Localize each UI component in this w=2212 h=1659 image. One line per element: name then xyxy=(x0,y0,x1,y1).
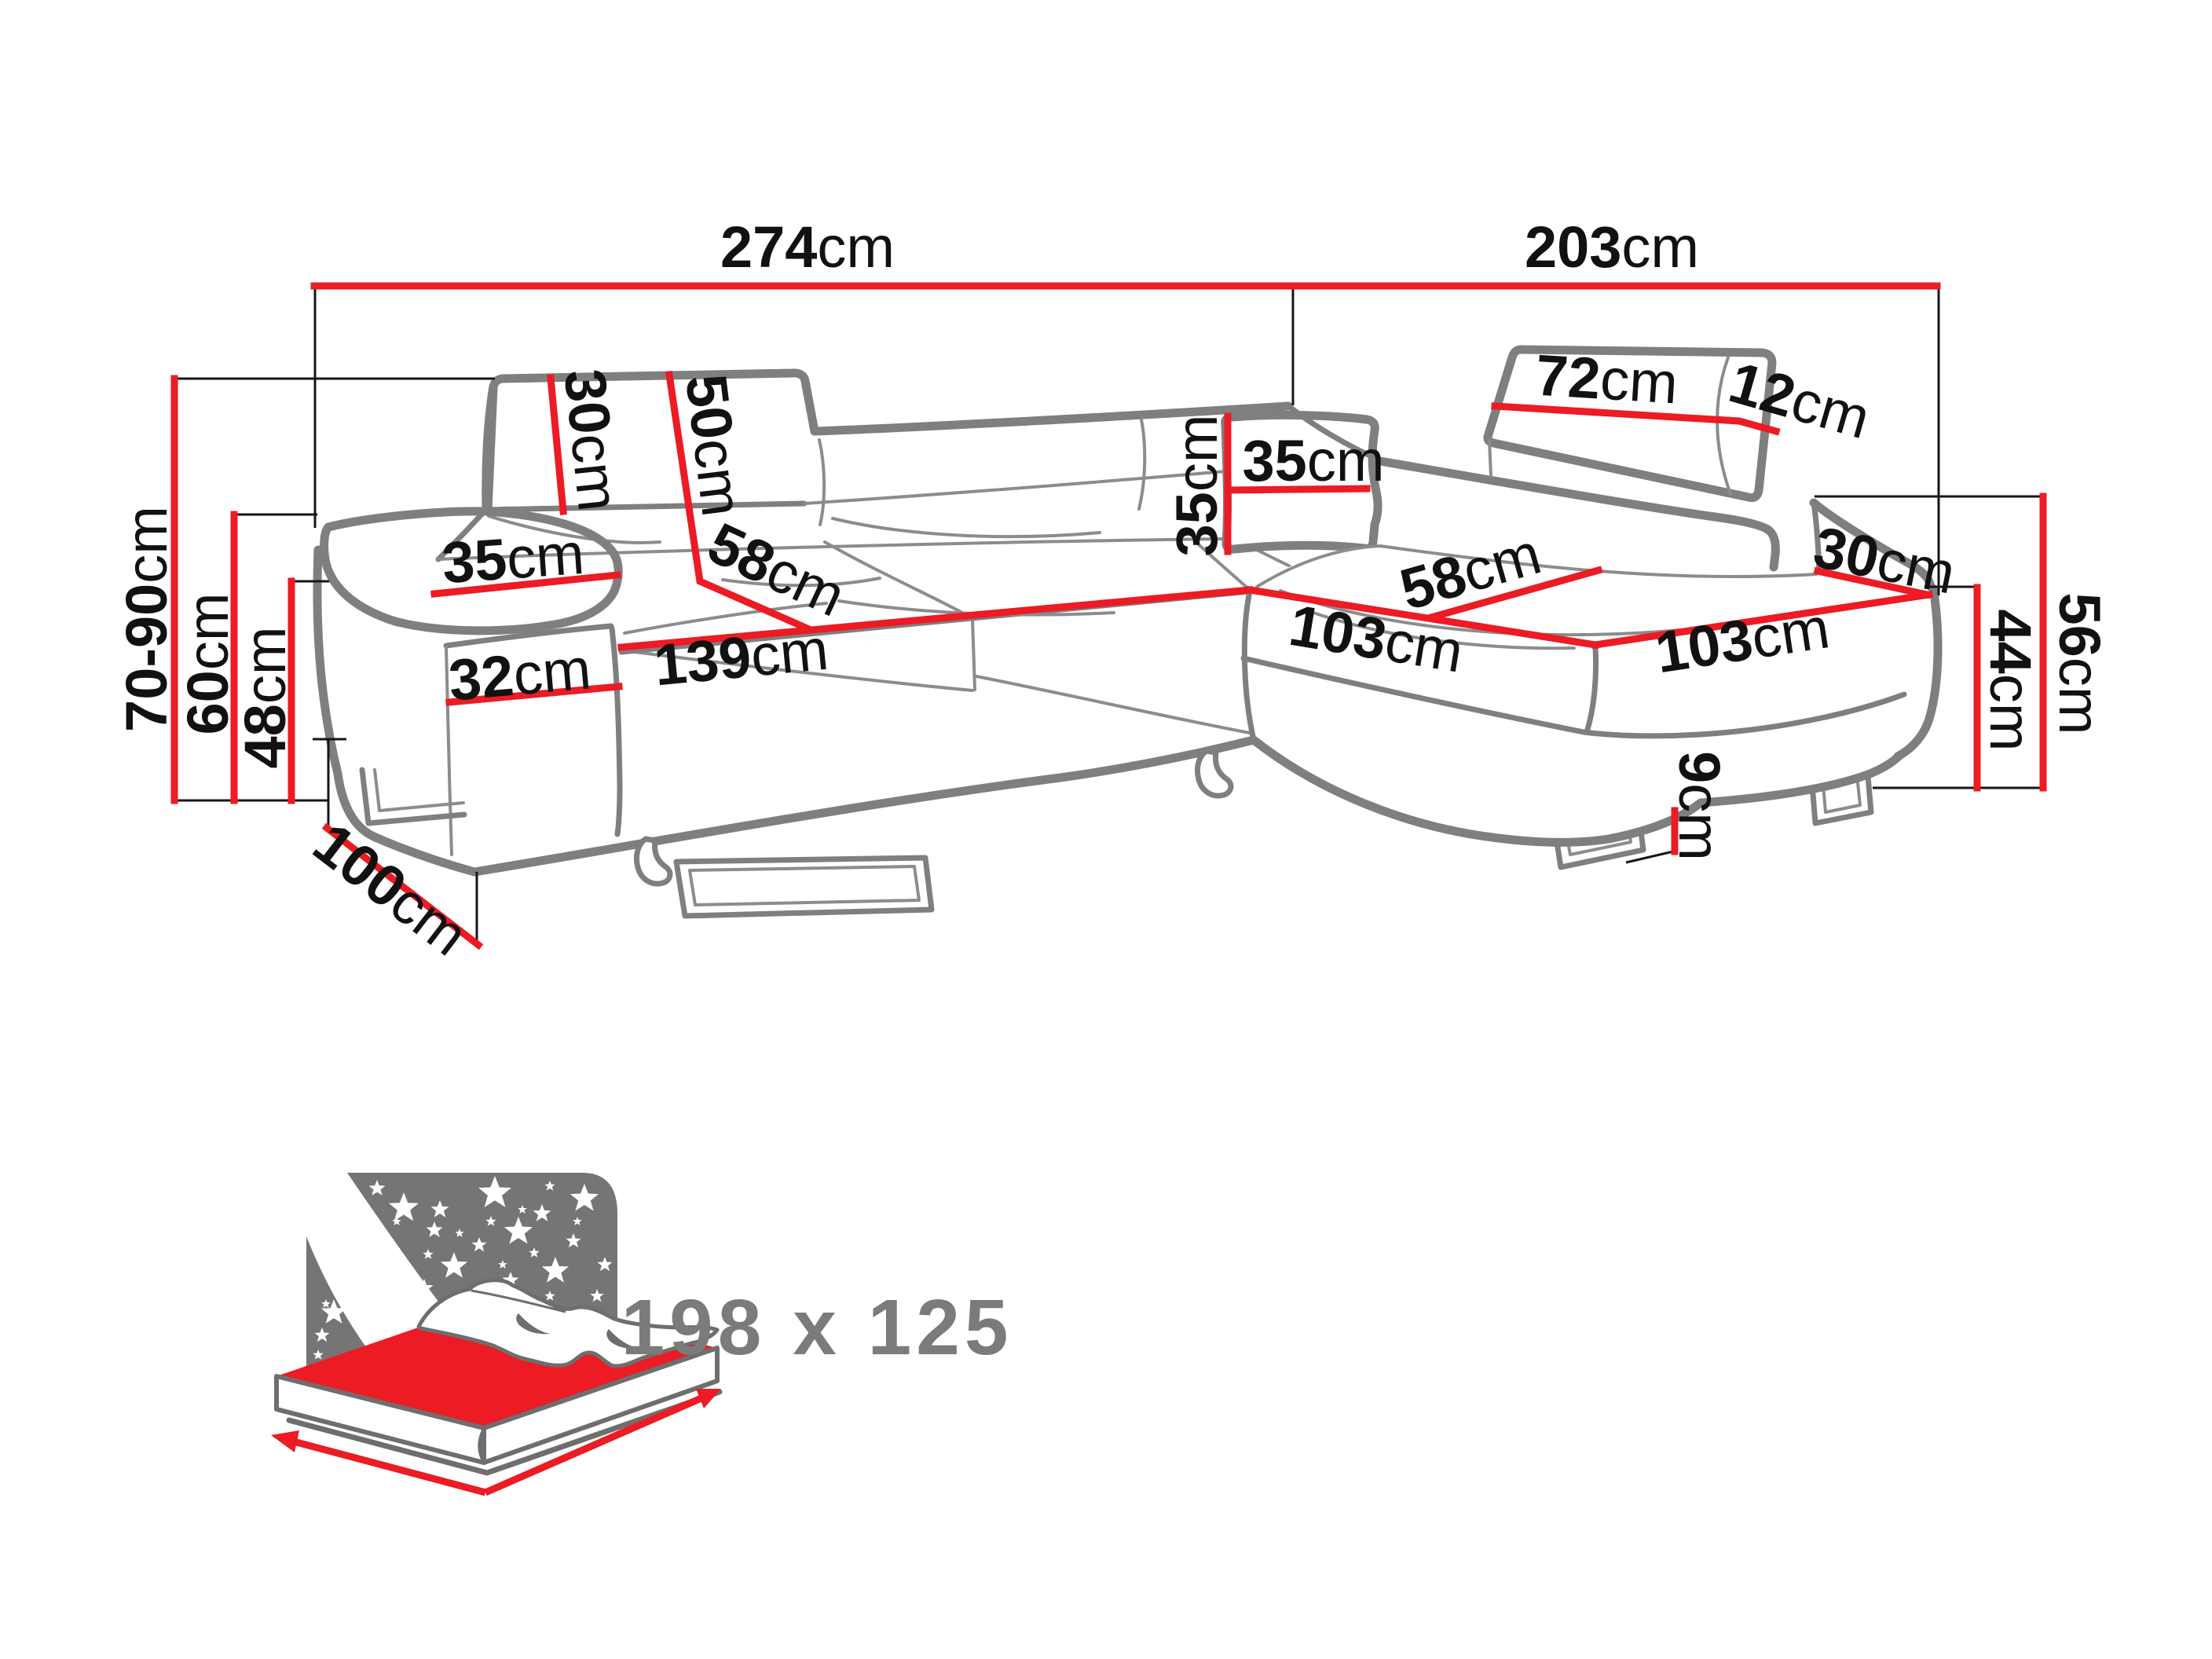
bed-arrows xyxy=(271,1389,721,1496)
bed-base-edge xyxy=(286,1389,723,1476)
duvet xyxy=(416,1278,720,1368)
dim-label-103-left: 103cm xyxy=(1285,592,1468,685)
mattress-side-right xyxy=(482,1346,720,1465)
right-armrest-back-edge xyxy=(1811,500,1822,574)
dim-label-30-right: 30cm xyxy=(1808,514,1961,606)
right-headrest-endcap xyxy=(1716,356,1732,496)
dim-label-35-pillow-v: 35cm xyxy=(1164,415,1229,557)
armrest-front-seam-right xyxy=(609,625,623,837)
wheel-left xyxy=(633,836,673,887)
dim-line-30-left xyxy=(547,374,567,515)
mattress-corner-seam xyxy=(478,1428,486,1463)
chaise-cushion-drape-2 xyxy=(1312,611,1576,650)
seat-divider-2 xyxy=(1192,539,1251,591)
dim-line-30-right xyxy=(1813,566,1932,599)
dim-line-103-right xyxy=(1591,590,1934,650)
dim-line-32 xyxy=(445,683,623,706)
backrest-top-edge xyxy=(810,401,1293,436)
chaise-box-bottom-seam xyxy=(1240,655,1907,739)
duvet-fold-1 xyxy=(516,1313,550,1335)
bed-icon: 198 x 125 xyxy=(271,1173,1013,1496)
right-armrest-outer xyxy=(1809,498,1935,590)
front-box-seam-right xyxy=(975,675,1255,735)
armrest-pad-outline xyxy=(320,507,623,635)
right-headrest-stem xyxy=(1488,438,1492,478)
front-box-seam-left xyxy=(621,649,974,692)
dim-label-56: 56cm xyxy=(2047,593,2112,735)
chaise-corner-seam xyxy=(1584,644,1599,735)
dim-label-50: 50cm xyxy=(673,371,755,520)
dimension-labels: 274cm 203cm 70-90cm 60cm 48cm 100cm 35cm… xyxy=(114,214,2112,968)
dim-label-44: 44cm xyxy=(1978,610,2043,752)
dim-label-48: 48cm xyxy=(233,627,298,769)
sofa-bottom-edge xyxy=(470,735,1258,877)
leg-left-inner xyxy=(373,768,465,812)
backrest-roll-seam xyxy=(803,470,1227,505)
dimension-lines xyxy=(170,282,2047,950)
dim-line-72-12 xyxy=(1491,402,1781,436)
seat-drape-2 xyxy=(721,577,881,588)
seat-divider-1 xyxy=(823,540,972,619)
dim-line-100 xyxy=(321,822,484,950)
right-backrest-outline xyxy=(1375,456,1780,572)
dim-label-274: 274cm xyxy=(720,214,895,280)
leg-left-outer xyxy=(359,767,467,826)
left-headrest-bottom-seam xyxy=(483,500,808,513)
duvet-fold-2 xyxy=(606,1329,638,1349)
dim-line-50-58 xyxy=(665,370,814,634)
wheel-right xyxy=(1194,748,1234,799)
dim-line-35-armrest xyxy=(430,571,621,598)
dim-label-103-right: 103cm xyxy=(1651,595,1833,685)
dim-label-35-armrest: 35cm xyxy=(440,521,586,595)
duvet-inner-seam xyxy=(471,1289,566,1313)
chaise-right-edge xyxy=(1893,580,1943,761)
chaise-seat-back-seam xyxy=(1255,544,1818,588)
armrest-left-edge xyxy=(313,545,479,877)
bed-arrow-width-head xyxy=(271,1430,299,1452)
backrest-lumbar-2 xyxy=(831,517,1101,539)
bed-arrow-depth-line xyxy=(484,1393,705,1496)
projection-lines xyxy=(174,287,2043,947)
chaise-bottom-edge xyxy=(1249,735,1904,847)
dim-label-70-90: 70-90cm xyxy=(114,506,179,732)
dim-line-58-chaise xyxy=(1426,566,1603,622)
backrest-lumbar-1 xyxy=(487,515,661,544)
dim-label-139: 139cm xyxy=(651,617,831,698)
chaise-body-fill xyxy=(1244,503,1939,843)
cushion-front-notch xyxy=(971,617,976,691)
dim-label-72: 72cm xyxy=(1534,342,1680,416)
duvet-body xyxy=(416,1278,720,1368)
leg-center-inner xyxy=(688,865,921,906)
left-backrest-left-edge xyxy=(482,382,498,514)
seat-drape-1 xyxy=(623,602,828,635)
dim-line-35-pillow-h xyxy=(1224,485,1371,494)
bed-arrow-width-line xyxy=(286,1436,487,1496)
dim-line-139 xyxy=(617,586,1254,651)
backrest-bottom-seam xyxy=(437,537,1223,561)
bed-arrow-depth-head xyxy=(696,1389,721,1408)
dim-label-203: 203cm xyxy=(1525,214,1699,280)
dim-label-35-pillow-h: 35cm xyxy=(1243,428,1385,493)
sleeping-size-label: 198 x 125 xyxy=(621,1284,1013,1372)
dim-line-103-left xyxy=(1245,585,1600,650)
dim-label-12: 12cm xyxy=(1723,350,1877,452)
armrest-front-top-seam xyxy=(443,623,614,649)
armrest-front-seam-left xyxy=(445,646,453,856)
dim-label-32: 32cm xyxy=(446,635,594,712)
proj-9-tick xyxy=(1625,850,1674,864)
backrest-tuft-seam-1 xyxy=(818,438,826,526)
dim-label-9: 9cm xyxy=(1667,751,1732,861)
dim-label-30-left: 30cm xyxy=(552,366,632,515)
sofa-legs-front xyxy=(359,748,1234,919)
backrest-tuft-seam-2 xyxy=(1137,418,1147,511)
dim-label-60: 60cm xyxy=(175,593,240,735)
